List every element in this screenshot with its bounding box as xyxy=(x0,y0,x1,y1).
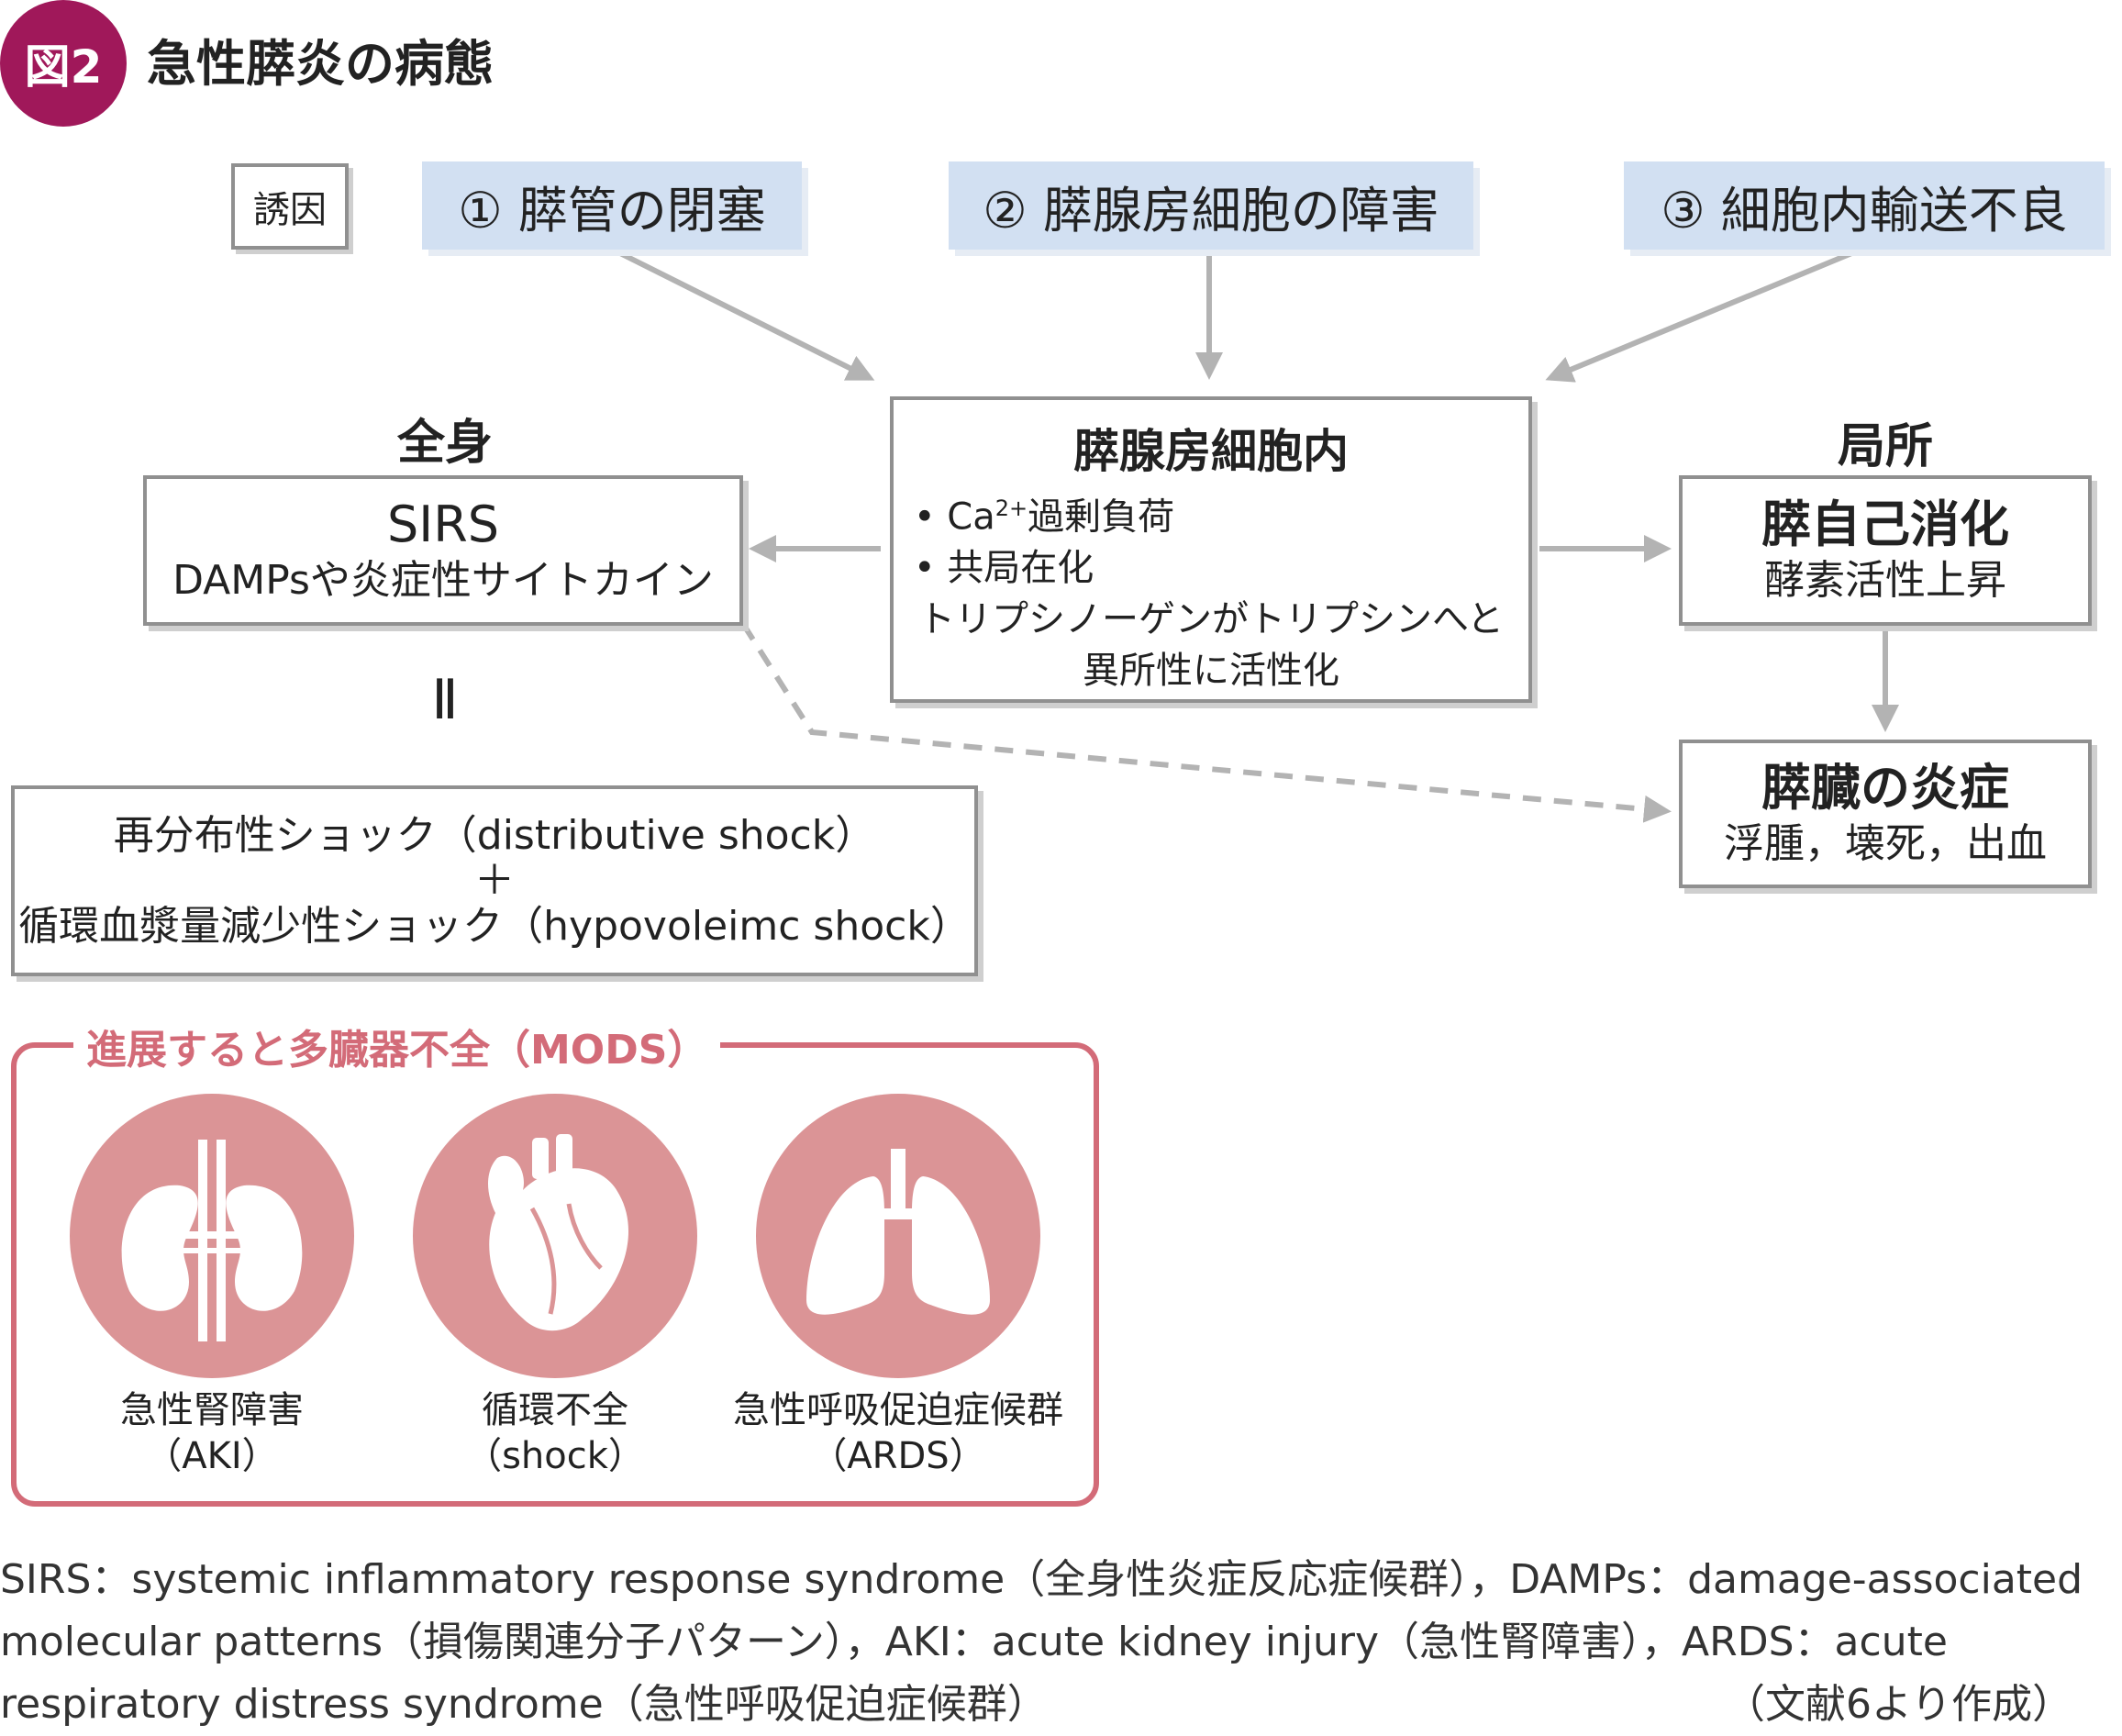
inflammation-title: 膵臓の炎症 xyxy=(1761,759,2009,818)
autodigestion-subtitle: 酵素活性上昇 xyxy=(1764,556,2006,604)
sirs-title: SIRS xyxy=(386,495,499,554)
kidney-circle xyxy=(70,1094,354,1378)
autodigestion-box: 膵自己消化 酵素活性上昇 xyxy=(1679,475,2092,626)
heart-icon xyxy=(488,1134,629,1331)
inflammation-box: 膵臓の炎症 浮腫，壊死，出血 xyxy=(1679,740,2092,888)
mods-title: 進展すると多臓器不全（MODS） xyxy=(73,1017,721,1075)
systemic-heading: 全身 xyxy=(396,416,493,471)
dashed-arrow-sirs-inflammation xyxy=(740,622,1672,823)
equals-sign: Ⅱ xyxy=(431,668,459,732)
sirs-box: SIRS DAMPsや炎症性サイトカイン xyxy=(143,475,743,626)
shock-distributive: 再分布性ショック（distributive shock） xyxy=(113,812,876,859)
trigger-label: 誘因 xyxy=(231,163,349,250)
shock-box: 再分布性ショック（distributive shock） ＋ 循環血漿量減少性シ… xyxy=(11,785,978,976)
footnote-line2: molecular patterns（損傷関連分子パターン），AKI：acute… xyxy=(0,1619,1948,1665)
cause-duct-obstruction: ① 膵管の閉塞 xyxy=(422,161,802,250)
aki-label-ja: 急性腎障害 xyxy=(120,1389,304,1431)
figure-title: 急性膵炎の病態 xyxy=(147,35,494,93)
kidney-icon xyxy=(121,1140,303,1341)
footnote-source: （文献6より作成） xyxy=(1725,1681,2073,1728)
trypsin-activation-line1: トリプシノーゲンがトリプシンへと xyxy=(918,598,1504,641)
calcium-suffix: 過剰負荷 xyxy=(1028,495,1175,539)
shock-label-en: （shock） xyxy=(465,1435,645,1477)
aki-label-en: （AKI） xyxy=(145,1435,279,1477)
arrow-cause1 xyxy=(611,247,875,381)
calcium-superscript: 2+ xyxy=(994,495,1028,521)
arrow-cause3 xyxy=(1545,247,1862,383)
cause-transport-defect: ③ 細胞内輸送不良 xyxy=(1624,161,2105,250)
shock-label: 循環不全 （shock） xyxy=(372,1387,739,1479)
trigger-text: 誘因 xyxy=(253,189,327,231)
local-heading: 局所 xyxy=(1837,419,1933,474)
inflammation-subtitle: 浮腫，壊死，出血 xyxy=(1724,819,2047,867)
bullet-colocalization: • 共局在化 xyxy=(914,547,1094,590)
shock-hypovolemic: 循環血漿量減少性ショック（hypovoleimc shock） xyxy=(18,903,971,950)
acinar-cell-title: 膵腺房細胞内 xyxy=(1073,425,1349,478)
acinar-cell-box: 膵腺房細胞内 • Ca2+過剰負荷 • 共局在化 トリプシノーゲンがトリプシンへ… xyxy=(890,396,1532,703)
autodigestion-title: 膵自己消化 xyxy=(1761,495,2009,554)
shock-label-ja: 循環不全 xyxy=(482,1389,628,1431)
ards-label-en: （ARDS） xyxy=(810,1435,986,1477)
lungs-circle xyxy=(756,1094,1040,1378)
bullet-calcium: • Ca2+過剰負荷 xyxy=(914,483,1174,542)
lungs-icon xyxy=(806,1149,990,1315)
trypsin-activation-line2: 異所性に活性化 xyxy=(1083,650,1339,693)
calcium-prefix: • Ca xyxy=(914,495,995,539)
heart-circle xyxy=(413,1094,697,1378)
ards-label: 急性呼吸促迫症候群 （ARDS） xyxy=(715,1387,1082,1479)
sirs-subtitle: DAMPsや炎症性サイトカイン xyxy=(172,556,714,604)
cause-acinar-injury: ② 膵腺房細胞の障害 xyxy=(949,161,1473,250)
shock-plus: ＋ xyxy=(474,857,515,904)
aki-label: 急性腎障害 （AKI） xyxy=(28,1387,395,1479)
ards-label-ja: 急性呼吸促迫症候群 xyxy=(733,1389,1063,1431)
footnote-line1: SIRS：systemic inflammatory response synd… xyxy=(0,1556,2083,1603)
footnote-line3: respiratory distress syndrome（急性呼吸促迫症候群） xyxy=(0,1681,1048,1728)
figure-badge: 図2 xyxy=(0,0,127,127)
